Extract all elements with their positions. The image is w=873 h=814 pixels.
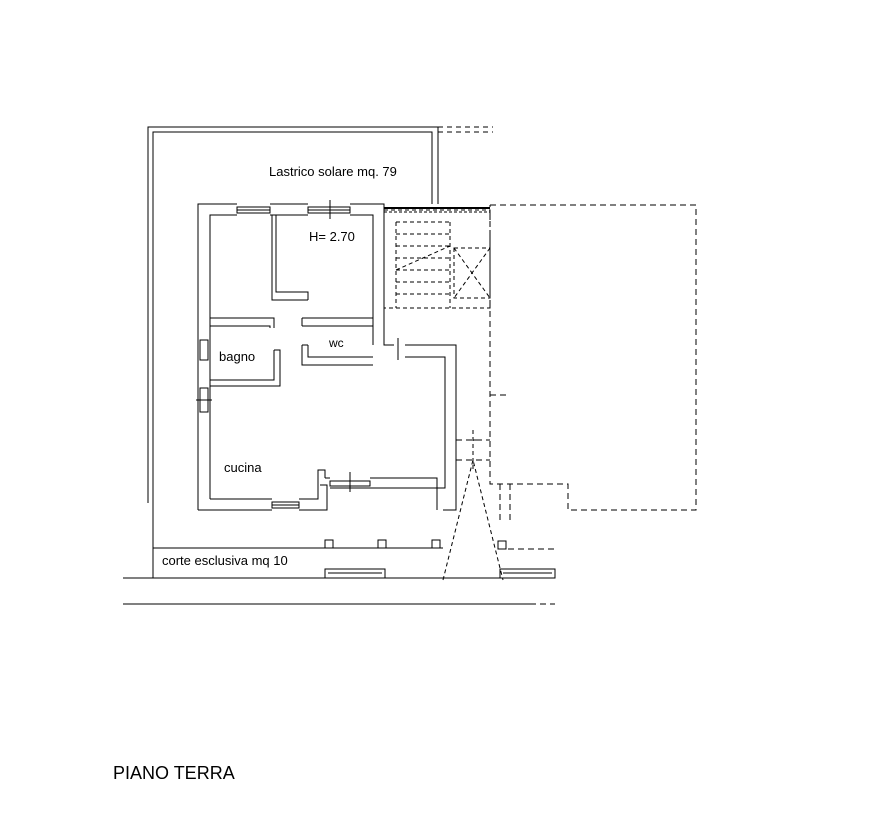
floor-title: PIANO TERRA	[113, 763, 235, 783]
terrace-boundary	[147, 126, 493, 503]
interior-walls	[210, 215, 373, 387]
gate-opening	[442, 430, 504, 581]
street-lines	[123, 577, 555, 605]
courtyard-label: corte esclusiva mq 10	[162, 553, 288, 568]
staircase	[383, 209, 491, 309]
kitchen-label: cucina	[224, 460, 262, 475]
windows	[196, 200, 399, 509]
wc-label: wc	[328, 336, 344, 350]
apartment-outer-walls	[197, 203, 457, 511]
terrace-label: Lastrico solare mq. 79	[269, 164, 397, 179]
adjacent-property	[456, 204, 697, 520]
ceiling-height-label: H= 2.70	[309, 229, 355, 244]
bathroom-label: bagno	[219, 349, 255, 364]
